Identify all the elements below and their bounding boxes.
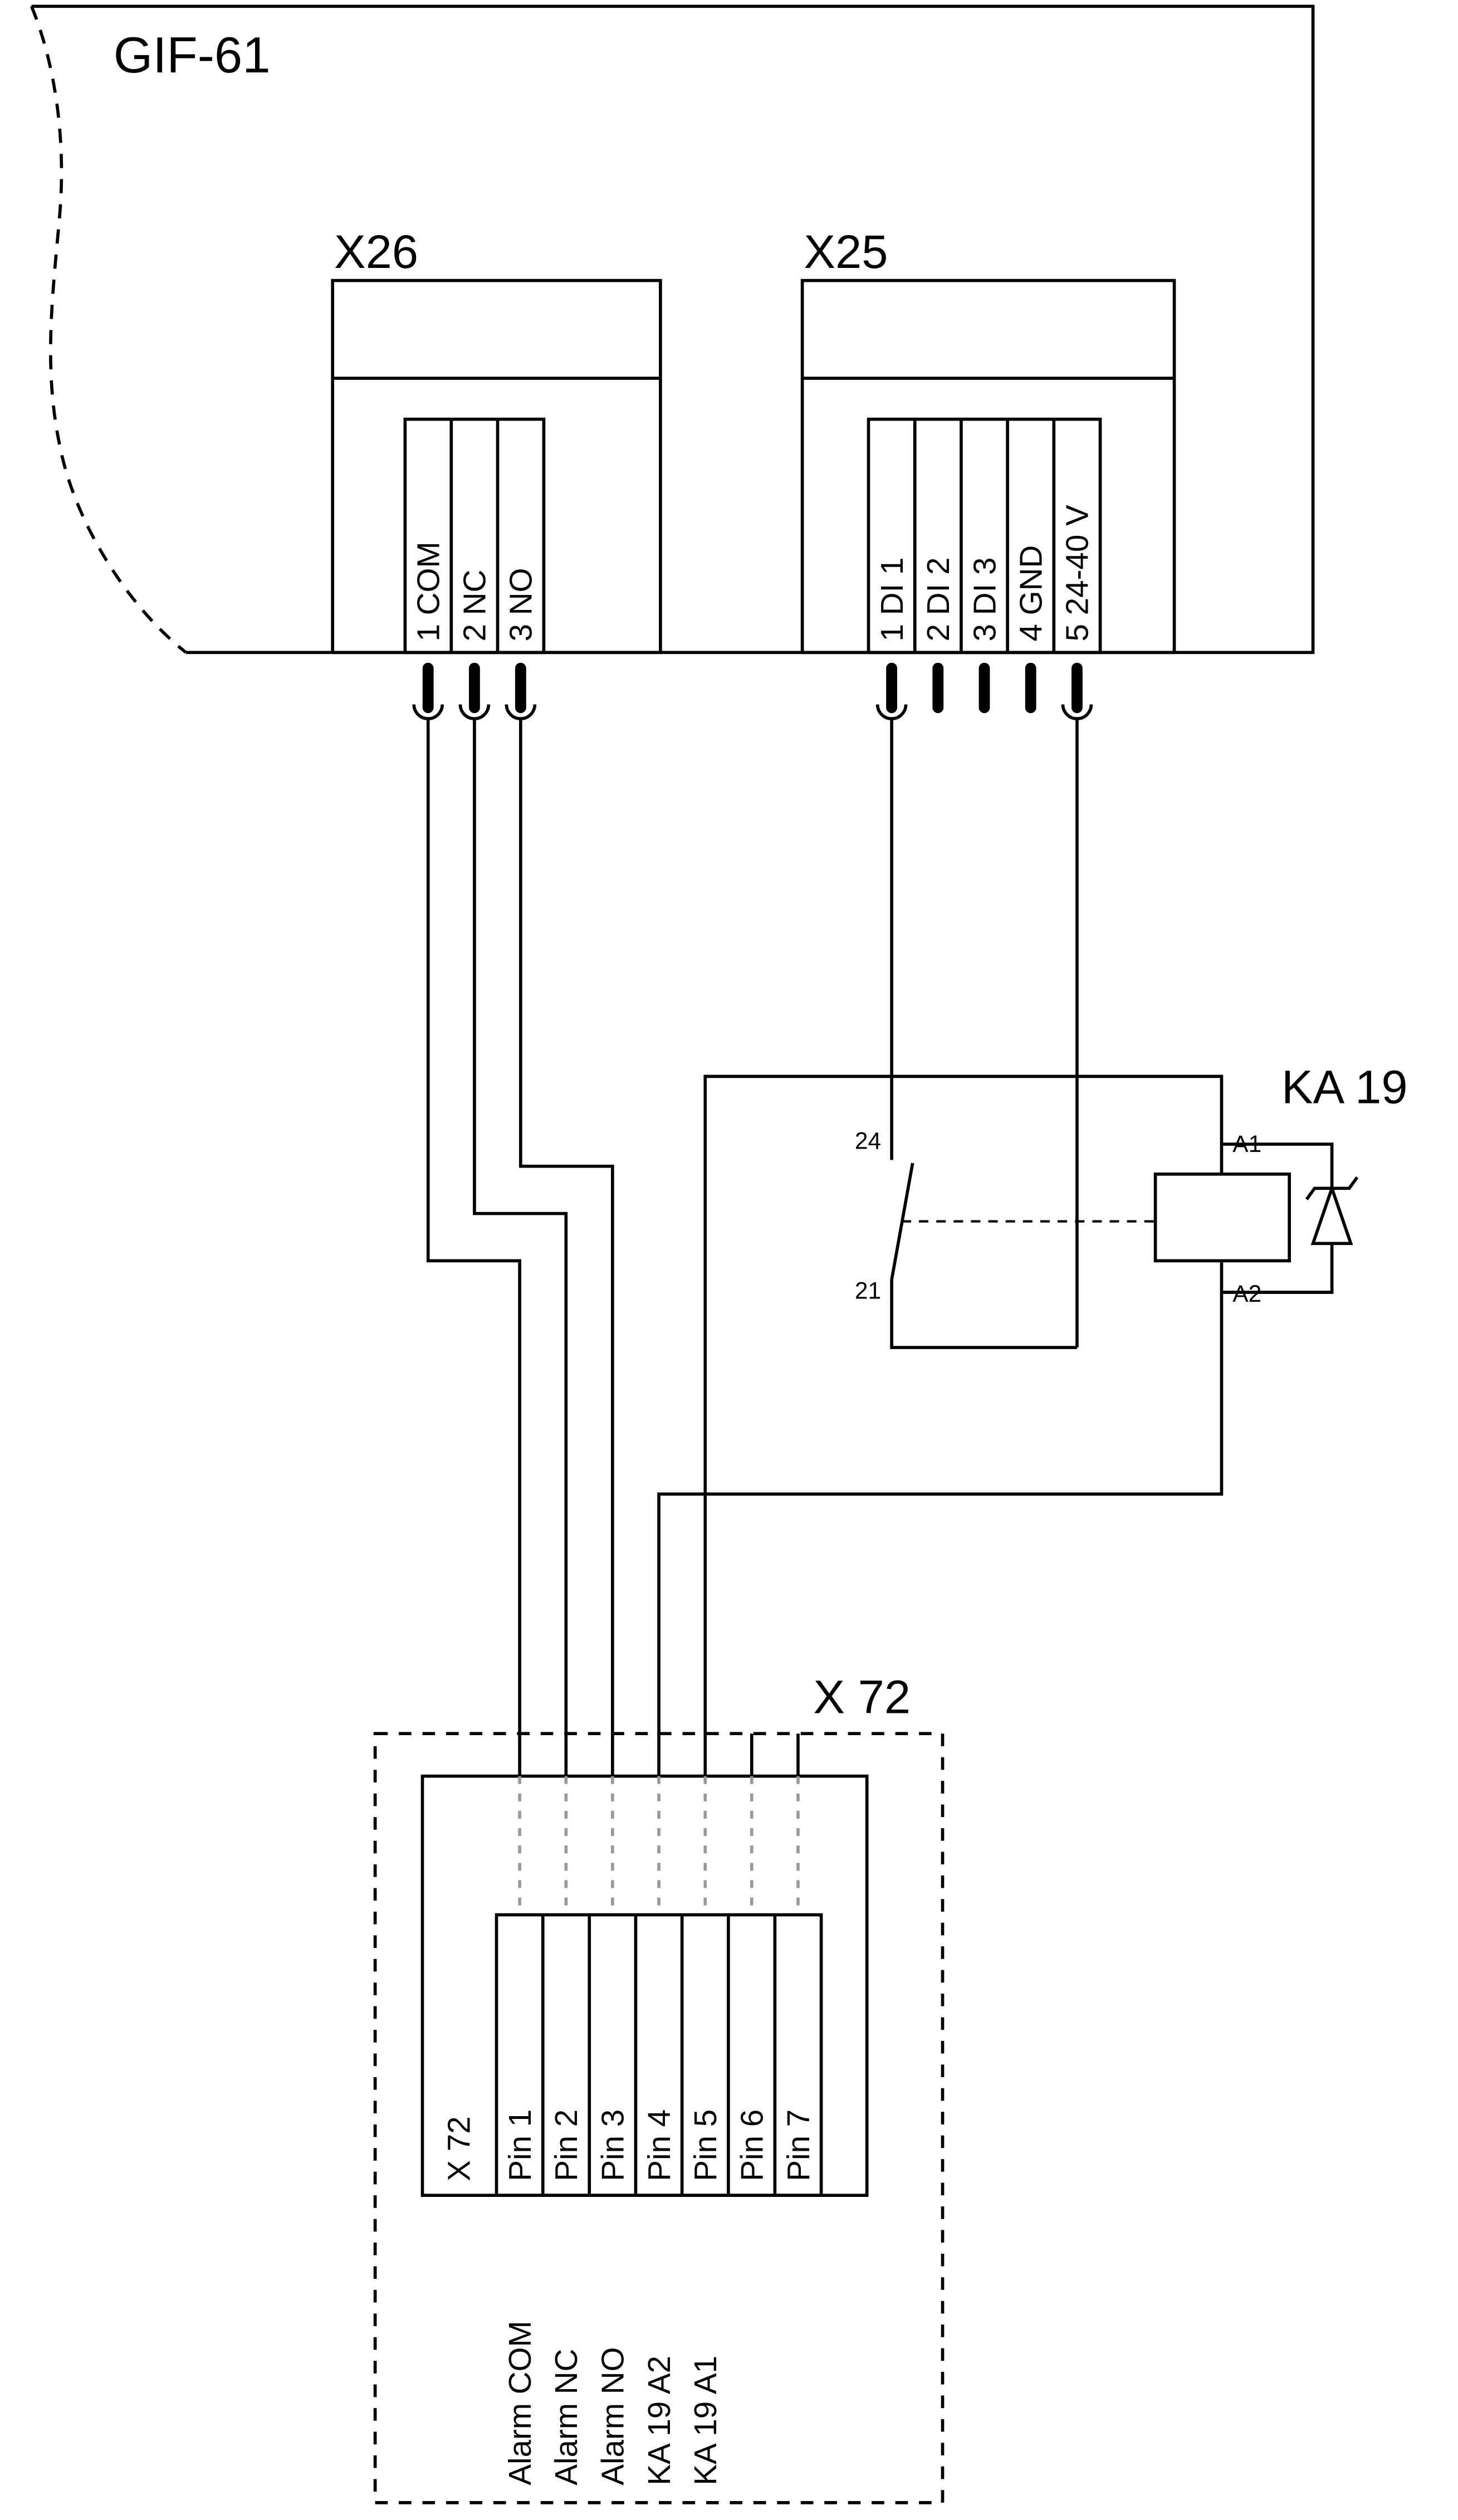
x72-title: X 72 (813, 1670, 911, 1723)
wiring (426, 719, 1224, 1776)
wire-ka19-a1 (703, 1075, 1224, 1776)
diode-cathode-bar (1305, 1176, 1359, 1200)
x72-pin5-label: Pin 5 (688, 2109, 723, 2181)
x25-terminal-3-label: 3 DI 3 (967, 558, 1002, 642)
connector-x26-terminal-strip (403, 417, 546, 655)
connector-x25-title: X25 (804, 225, 888, 278)
wire-alarm-com (426, 719, 521, 1776)
x25-terminal-5-label: 5 24-40 V (1060, 505, 1095, 642)
connector-x26-title: X26 (334, 225, 418, 278)
x72-pin3-label: Pin 3 (595, 2109, 630, 2181)
diode-branch-wire (1221, 1142, 1334, 1294)
x72-signal-ka19-a1: KA 19 A1 (688, 2356, 723, 2485)
x26-terminal-2-label: 2 NC (457, 570, 492, 642)
relay-title: KA 19 (1281, 1061, 1408, 1114)
connector-pins (412, 662, 1093, 720)
device-title: GIF-61 (114, 27, 271, 84)
x25-terminal-4-label: 4 GND (1014, 545, 1049, 642)
x72-pin4-label: Pin 4 (642, 2109, 677, 2181)
flyback-diode-icon (1221, 1142, 1359, 1294)
x72-pin1-label: Pin 1 (502, 2109, 537, 2181)
x72-signal-ka19-a2: KA 19 A2 (642, 2356, 677, 2485)
x72-pin6-label: Pin 6 (735, 2109, 770, 2181)
terminal-block-x72: X 72 X 72 Pin 1 Pin 2 Pin 3 Pin 4 Pin 5 … (373, 1670, 945, 2504)
x26-terminal-3-label: 3 NO (503, 568, 539, 641)
x72-pin7-label: Pin 7 (781, 2109, 816, 2181)
relay-ka19: KA 19 24 21 A1 A2 (855, 1061, 1408, 1307)
relay-contact-terminal-21: 21 (855, 1277, 881, 1303)
x72-signal-alarm-com: Alarm COM (502, 2321, 537, 2485)
x72-column-header: X 72 (441, 2116, 476, 2181)
connector-x25: X25 1 DI 1 2 DI 2 3 DI 3 4 GND 5 24-40 V (800, 225, 1176, 655)
x25-terminal-1-label: 1 DI 1 (874, 558, 909, 642)
x72-terminal-strip (495, 1913, 823, 2197)
wire-contact-to-supply (890, 1279, 1077, 1349)
relay-contact-terminal-24: 24 (855, 1128, 881, 1154)
wire-ka19-a2 (657, 1261, 1224, 1776)
x72-signal-alarm-nc: Alarm NC (549, 2349, 584, 2485)
x72-pin2-label: Pin 2 (549, 2109, 584, 2181)
x26-terminal-1-label: 1 COM (411, 541, 446, 641)
diode-triangle (1310, 1183, 1353, 1246)
x72-signal-alarm-no: Alarm NO (595, 2347, 630, 2485)
wire-alarm-no (519, 719, 614, 1776)
device-gif61: GIF-61 (30, 4, 1315, 655)
relay-coil (1153, 1172, 1291, 1263)
connector-x26: X26 1 COM 2 NC 3 NO (331, 225, 662, 655)
device-torn-edge (30, 6, 187, 654)
wire-alarm-nc (473, 719, 568, 1776)
connector-x25-terminal-strip (867, 417, 1102, 655)
device-outline (31, 4, 1315, 655)
x25-terminal-2-label: 2 DI 2 (921, 558, 956, 642)
